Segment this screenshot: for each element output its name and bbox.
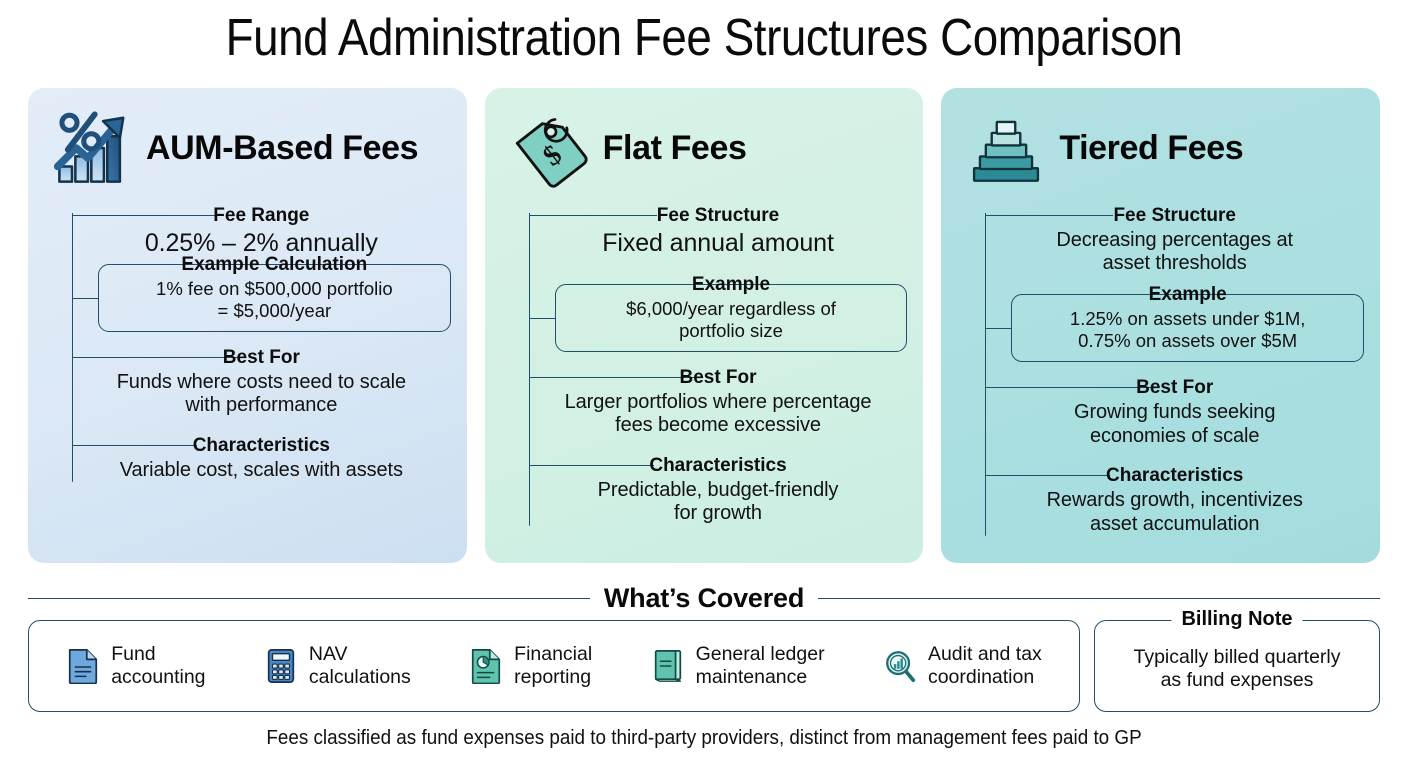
calculator-icon bbox=[264, 648, 298, 684]
tree-spine bbox=[985, 213, 987, 537]
magnifier-bar-chart-icon bbox=[883, 648, 917, 684]
section-text: Decreasing percentages at asset threshol… bbox=[1056, 228, 1293, 275]
section-example: Example $6,000/year regardless of portfo… bbox=[529, 274, 908, 352]
section-best-for: Best For Larger portfolios where percent… bbox=[528, 366, 908, 438]
section-label: Characteristics bbox=[649, 454, 787, 476]
section-label: Fee Structure bbox=[1113, 205, 1236, 226]
billing-note-title: Billing Note bbox=[1171, 608, 1303, 631]
section-fee-structure: Fee Structure Fixed annual amount bbox=[528, 204, 908, 258]
section-label: Fee Range bbox=[213, 205, 310, 226]
pie-chart-document-icon bbox=[469, 648, 503, 684]
covered-item-label: NAV calculations bbox=[308, 643, 411, 688]
tree-spine bbox=[528, 213, 530, 526]
divider-right bbox=[818, 598, 1380, 599]
section-example: Example 1.25% on assets under $1M, 0.75%… bbox=[986, 284, 1365, 363]
covered-item-fund-accounting: Fund accounting bbox=[66, 643, 206, 688]
section-label: Best For bbox=[679, 366, 757, 388]
section-characteristics: Characteristics Predictable, budget-frie… bbox=[528, 454, 908, 526]
section-label: Characteristics bbox=[1106, 465, 1244, 487]
footer-note: Fees classified as fund expenses paid to… bbox=[266, 726, 1142, 749]
section-text: Growing funds seeking economies of scale bbox=[1074, 401, 1276, 447]
section-text: 0.25% – 2% annually bbox=[144, 228, 378, 257]
covered-item-financial-reporting: Financial reporting bbox=[469, 643, 592, 688]
section-label: Fee Structure bbox=[656, 205, 780, 226]
section-fee-structure: Fee Structure Decreasing percentages at … bbox=[985, 204, 1364, 276]
covered-item-label: Financial reporting bbox=[514, 643, 593, 688]
example-connector bbox=[529, 317, 556, 319]
card-body: Fee Range 0.25% – 2% annually Example Ca… bbox=[44, 204, 451, 483]
covered-heading: What’s Covered bbox=[28, 583, 1380, 614]
example-connector bbox=[73, 297, 99, 299]
covered-item-label: Fund accounting bbox=[111, 643, 206, 688]
section-text: Variable cost, scales with assets bbox=[119, 458, 403, 481]
section-text: Rewards growth, incentivizes asset accum… bbox=[1046, 489, 1303, 535]
card-title: Flat Fees bbox=[602, 129, 747, 167]
card-aum-based-fees: AUM-Based Fees Fee Range 0.25% – 2% annu… bbox=[28, 88, 467, 563]
price-tag-dollar-icon: $ bbox=[507, 105, 593, 191]
section-best-for: Best For Growing funds seeking economies… bbox=[985, 376, 1364, 448]
billing-note-text: Typically billed quarterly as fund expen… bbox=[1133, 645, 1341, 691]
example-connector bbox=[986, 328, 1013, 330]
covered-item-audit-tax: Audit and tax coordination bbox=[883, 643, 1042, 688]
card-flat-fees: $ Flat Fees Fee Structure Fixed annual a… bbox=[484, 88, 924, 563]
card-header: AUM-Based Fees bbox=[44, 102, 451, 194]
section-text: 1.25% on assets under $1M, 0.75% on asse… bbox=[1069, 307, 1306, 352]
covered-item-general-ledger: General ledger maintenance bbox=[651, 643, 825, 688]
section-example-calculation: Example Calculation 1% fee on $500,000 p… bbox=[73, 254, 451, 332]
section-label: Best For bbox=[222, 346, 300, 368]
ledger-book-icon bbox=[651, 648, 685, 684]
section-text: $6,000/year regardless of portfolio size bbox=[626, 297, 836, 341]
section-label: Best For bbox=[1136, 377, 1214, 399]
section-characteristics: Characteristics Rewards growth, incentiv… bbox=[985, 464, 1364, 536]
section-label: Characteristics bbox=[192, 434, 330, 456]
covered-row: Fund accounting NAV calculations bbox=[28, 608, 1380, 712]
section-text: Predictable, budget-friendly for growth bbox=[597, 478, 839, 525]
covered-item-label: General ledger maintenance bbox=[695, 643, 825, 688]
card-title: Tiered Fees bbox=[1059, 129, 1244, 167]
covered-item-label: Audit and tax coordination bbox=[927, 643, 1042, 688]
card-body: Fee Structure Fixed annual amount Exampl… bbox=[501, 204, 908, 526]
tiered-steps-pyramid-icon bbox=[963, 105, 1049, 191]
section-best-for: Best For Funds where costs need to scale… bbox=[72, 346, 451, 418]
billing-note-box: Billing Note Typically billed quarterly … bbox=[1094, 608, 1380, 712]
document-lines-icon bbox=[66, 648, 100, 684]
card-body: Fee Structure Decreasing percentages at … bbox=[957, 204, 1365, 537]
covered-heading-text: What’s Covered bbox=[603, 583, 805, 613]
tree-spine bbox=[72, 213, 73, 483]
card-tiered-fees: Tiered Fees Fee Structure Decreasing per… bbox=[941, 88, 1381, 563]
comparison-cards: AUM-Based Fees Fee Range 0.25% – 2% annu… bbox=[28, 88, 1381, 563]
covered-item-nav-calculations: NAV calculations bbox=[264, 643, 411, 688]
section-fee-range: Fee Range 0.25% – 2% annually bbox=[72, 204, 451, 258]
section-text: 1% fee on $500,000 portfolio = $5,000/ye… bbox=[156, 277, 393, 321]
percent-growth-chart-icon bbox=[50, 105, 136, 191]
section-label: Example bbox=[1148, 283, 1227, 305]
section-text: Funds where costs need to scale with per… bbox=[116, 370, 406, 417]
section-characteristics: Characteristics Variable cost, scales wi… bbox=[72, 434, 451, 482]
section-label: Example bbox=[691, 273, 771, 295]
covered-items-box: Fund accounting NAV calculations bbox=[28, 620, 1080, 712]
section-label: Example Calculation bbox=[181, 253, 368, 275]
section-text: Larger portfolios where percentage fees … bbox=[564, 390, 872, 437]
card-title: AUM-Based Fees bbox=[146, 129, 419, 167]
card-header: $ Flat Fees bbox=[501, 102, 908, 194]
section-text: Fixed annual amount bbox=[602, 228, 834, 257]
divider-left bbox=[28, 598, 590, 599]
page-title: Fund Administration Fee Structures Compa… bbox=[225, 9, 1183, 67]
card-header: Tiered Fees bbox=[957, 102, 1364, 194]
